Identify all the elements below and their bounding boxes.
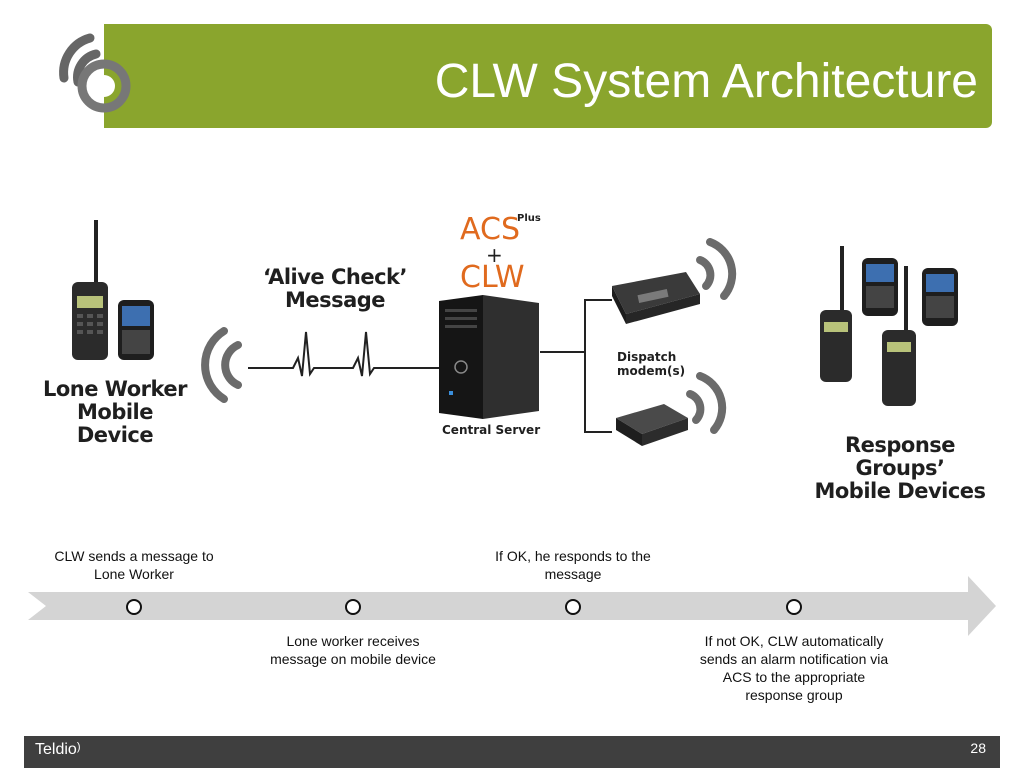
- timeline-node-4: [786, 599, 802, 615]
- heartbeat-line: [248, 331, 443, 377]
- title-bar: [104, 24, 992, 128]
- dispatch-label-line2: modem(s): [617, 364, 686, 378]
- footer-bar: [24, 736, 1000, 768]
- clw-label: CLW: [460, 260, 525, 295]
- response-groups-line2: Mobile Devices: [814, 479, 986, 503]
- timeline-node-1: [126, 599, 142, 615]
- step-1-line2: Lone Worker: [94, 566, 174, 582]
- wireless-logo-icon: [59, 33, 131, 113]
- timeline-arrow: [28, 576, 996, 636]
- brand-name: Teldio: [35, 741, 77, 758]
- brand-logo: Teldio): [35, 741, 80, 759]
- signal-arcs-left-icon: [201, 327, 242, 403]
- step-4-line3: ACS to the appropriate: [722, 669, 866, 685]
- acs-label: ACS: [460, 212, 520, 247]
- dispatch-modem-top-icon: [612, 272, 700, 324]
- lone-worker-label-line2: Mobile Device: [76, 400, 154, 447]
- dispatch-label-line1: Dispatch: [617, 350, 677, 364]
- step-1-line1: CLW sends a message to: [54, 548, 214, 564]
- step-2-line2: message on mobile device: [270, 651, 436, 667]
- dispatch-modem-bottom-icon: [616, 404, 688, 446]
- response-group-devices-icon: [820, 246, 958, 406]
- step-2-line1: Lone worker receives: [286, 633, 420, 649]
- step-4-line1: If not OK, CLW automatically: [704, 633, 884, 649]
- brand-wave-icon: ): [76, 741, 81, 753]
- slide-title: CLW System Architecture: [434, 55, 978, 108]
- step-4-line4: response group: [745, 687, 843, 703]
- central-server-label: Central Server: [442, 423, 541, 437]
- alive-check-line2: Message: [284, 288, 386, 312]
- step-3-line2: message: [544, 566, 602, 582]
- step-4-line2: sends an alarm notification via: [699, 651, 889, 667]
- acs-plus-superscript: Plus: [517, 213, 541, 224]
- signal-arcs-bottom-icon: [686, 372, 727, 434]
- response-groups-line1: Response Groups’: [844, 433, 956, 480]
- response-groups-label: Response Groups’ Mobile Devices: [800, 434, 1000, 503]
- step-3-line1: If OK, he responds to the: [495, 548, 651, 564]
- timeline-step-1: CLW sends a message to Lone Worker: [34, 547, 234, 583]
- alive-check-label: ‘Alive Check’ Message: [250, 266, 420, 312]
- server-modem-connection: [540, 299, 612, 433]
- timeline-node-3: [565, 599, 581, 615]
- timeline-step-4: If not OK, CLW automatically sends an al…: [684, 632, 904, 704]
- lone-worker-label-line1: Lone Worker: [42, 377, 188, 401]
- radio-handset-icon: [72, 220, 154, 360]
- central-server-icon: [439, 295, 539, 419]
- timeline-node-2: [345, 599, 361, 615]
- dispatch-modem-label: Dispatch modem(s): [617, 350, 685, 378]
- timeline-step-2: Lone worker receives message on mobile d…: [253, 632, 453, 668]
- plus-sign: +: [486, 243, 503, 267]
- signal-arcs-top-icon: [696, 238, 737, 300]
- timeline-step-3: If OK, he responds to the message: [463, 547, 683, 583]
- lone-worker-label: Lone Worker Mobile Device: [40, 378, 190, 447]
- alive-check-line1: ‘Alive Check’: [263, 265, 407, 289]
- page-number: 28: [970, 740, 986, 756]
